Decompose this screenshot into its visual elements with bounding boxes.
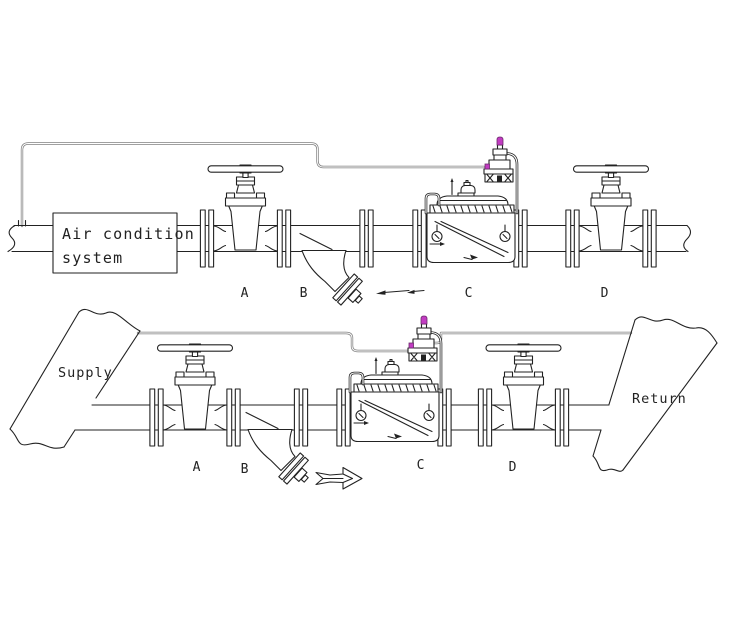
flange-pair-bottom <box>293 388 309 447</box>
pipe-break-left <box>7 224 16 253</box>
supply-pipe: Supply <box>9 308 141 449</box>
return-pipe: Return <box>592 316 718 472</box>
flow-arrow-bottom <box>315 466 363 490</box>
supply-label: Supply <box>58 365 113 381</box>
system-box-label-line1: Air condition <box>62 225 195 243</box>
sensing-line-bottom-right <box>432 331 633 345</box>
return-label: Return <box>632 391 687 407</box>
bottom-diagram: Supply Return A B C D <box>9 308 718 493</box>
gate-valve-a-bottom <box>150 344 240 446</box>
label-d-top: D <box>601 286 610 301</box>
pipe-break-right <box>683 224 692 253</box>
system-box-label-line2: system <box>62 249 123 267</box>
pipe-top-left-stub <box>11 224 54 253</box>
top-diagram: Air condition system A B C D <box>7 137 692 314</box>
flow-arrow-top <box>376 289 425 295</box>
label-a-bottom: A <box>193 460 202 475</box>
label-a-top: A <box>241 286 250 301</box>
label-c-bottom: C <box>417 458 426 473</box>
flange-pair-top <box>359 209 374 268</box>
gate-valve-d-bottom <box>478 344 568 446</box>
system-box <box>52 212 178 274</box>
label-d-bottom: D <box>509 460 518 475</box>
control-valve-c-bottom <box>337 316 451 446</box>
label-b-bottom: B <box>241 462 250 477</box>
label-c-top: C <box>465 286 474 301</box>
label-b-top: B <box>300 286 309 301</box>
control-valve-c-top <box>413 137 527 267</box>
